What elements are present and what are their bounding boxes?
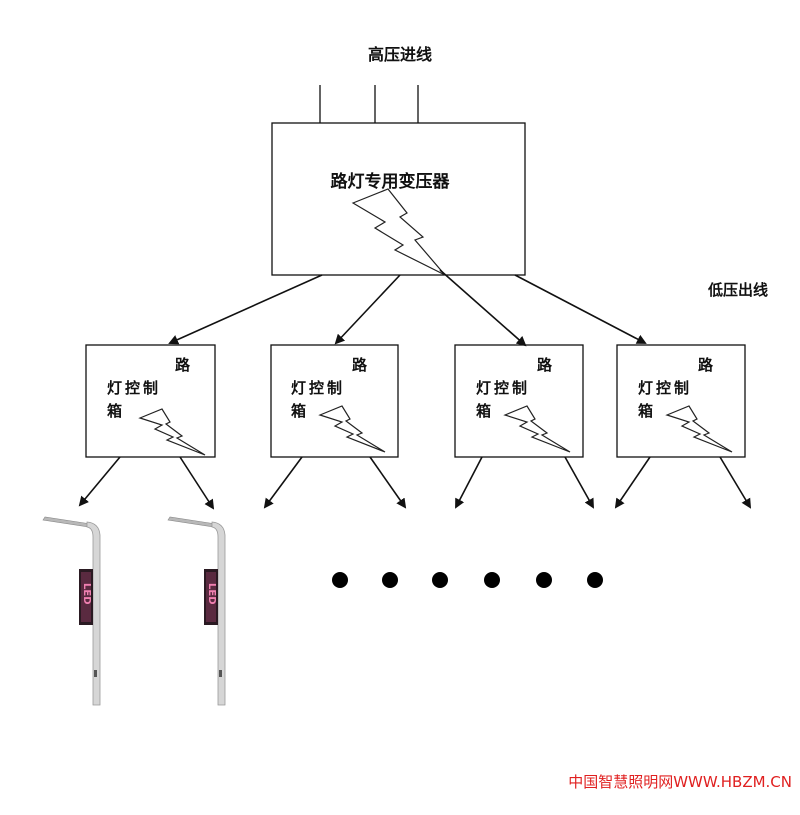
- control-box-2: 路 灯控制 箱: [270, 344, 399, 458]
- svg-text:箱: 箱: [638, 402, 653, 420]
- control-box-3: 路 灯控制 箱: [454, 344, 584, 458]
- svg-text:路: 路: [537, 356, 553, 374]
- svg-text:路: 路: [698, 356, 714, 374]
- high-voltage-in-label: 高压进线: [368, 45, 432, 64]
- led-panel-text-1: LED: [81, 583, 92, 605]
- svg-text:路: 路: [352, 356, 368, 374]
- control-box-1: 路 灯控制 箱: [85, 344, 216, 458]
- transformer-label: 路灯专用变压器: [331, 171, 451, 192]
- transformer-box: [271, 122, 526, 276]
- branch-arrows: [78, 456, 752, 510]
- svg-text:箱: 箱: [291, 402, 306, 420]
- incoming-lines: [319, 85, 419, 123]
- svg-text:箱: 箱: [107, 402, 122, 420]
- watermark: 中国智慧照明网WWW.HBZM.CN: [568, 773, 792, 791]
- lightning-icon: [351, 188, 446, 276]
- smart-street-light-pole-1: [42, 516, 101, 706]
- smart-street-light-pole-2: [167, 516, 226, 706]
- lightning-icon: [319, 405, 386, 453]
- lightning-icon: [504, 405, 571, 453]
- svg-text:灯控制: 灯控制: [638, 379, 692, 397]
- svg-text:路: 路: [175, 356, 191, 374]
- low-voltage-out-label: 低压出线: [707, 281, 768, 299]
- feeder-arrows: [168, 269, 647, 347]
- svg-text:箱: 箱: [476, 402, 491, 420]
- svg-text:灯控制: 灯控制: [291, 379, 345, 397]
- led-panel-text-2: LED: [206, 583, 217, 605]
- control-box-4: 路 灯控制 箱: [616, 344, 746, 458]
- lightning-icon: [666, 405, 733, 453]
- lightning-icon: [139, 408, 206, 456]
- svg-text:灯控制: 灯控制: [107, 379, 161, 397]
- svg-text:灯控制: 灯控制: [476, 379, 530, 397]
- ellipsis-dots: [332, 572, 603, 588]
